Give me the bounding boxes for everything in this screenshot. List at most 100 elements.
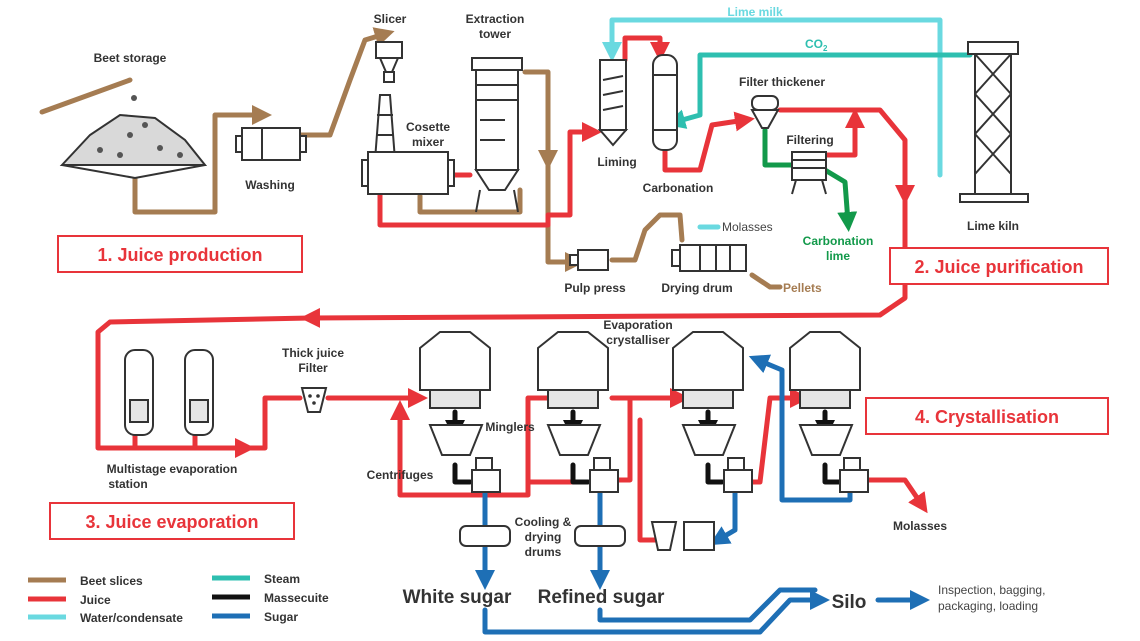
legend-label-sugar: Sugar (264, 610, 298, 624)
liming-tank (597, 59, 629, 147)
label-carbonation-lime-1: Carbonation (803, 234, 874, 248)
drying-drum-unit (671, 244, 747, 272)
legend: Beet slices Juice Water/condensate Steam… (28, 572, 329, 625)
legend-label-massecuite: Massecuite (264, 591, 329, 605)
cosette-mixer (361, 151, 455, 195)
label-washing: Washing (245, 178, 295, 192)
beet-feed-line (39, 77, 133, 115)
beet-slices-pipes (39, 27, 783, 290)
label-multistage-1: Multistage evaporation (107, 462, 238, 476)
label-pulp-press: Pulp press (564, 281, 626, 295)
label-extraction-tower-1: Extraction (466, 12, 525, 26)
label-drying-drum: Drying drum (661, 281, 732, 295)
cooling-drum-1 (459, 525, 511, 547)
steam-pipes (665, 52, 973, 129)
refined-to-silo-pipe (597, 587, 818, 623)
label-cosette-mixer-2: mixer (412, 135, 444, 149)
label-evap-cryst-1: Evaporation (603, 318, 672, 332)
label-filter-thickener: Filter thickener (739, 75, 825, 89)
label-slicer: Slicer (374, 12, 407, 26)
mingler-1-out (452, 462, 473, 485)
cooling-drum-2 (574, 525, 626, 547)
legend-label-water: Water/condensate (80, 611, 183, 625)
label-silo: Silo (832, 592, 867, 613)
label-filtering: Filtering (786, 133, 833, 147)
white-to-silo-pipe (482, 590, 830, 635)
beet-pile (59, 95, 208, 180)
label-carbonation: Carbonation (643, 181, 714, 195)
label-thick-juice-filter-1: Thick juice (282, 346, 344, 360)
section-3-title: 3. Juice evaporation (85, 512, 258, 532)
mingler-2-out (570, 462, 591, 485)
washing-drum (235, 127, 307, 161)
co2-pipe (665, 52, 973, 129)
label-cooling-3: drums (525, 545, 562, 559)
label-beet-storage: Beet storage (94, 51, 167, 65)
label-evap-cryst-2: crystalliser (606, 333, 670, 347)
label-thick-juice-filter-2: Filter (298, 361, 328, 375)
label-centrifuges: Centrifuges (367, 468, 434, 482)
evaporator-1 (124, 349, 154, 436)
carbonation-tank (652, 54, 678, 151)
section-1-title: 1. Juice production (97, 245, 262, 265)
thickener-to-filter-pipe (762, 127, 798, 168)
beet-to-washing-pipe (132, 105, 272, 215)
to-remelt-pipe (637, 417, 663, 543)
purified-juice-pipe (300, 192, 908, 328)
to-crystalliser-4-pipe (742, 388, 810, 485)
remelt-units (650, 521, 715, 551)
label-carbonation-lime-2: lime (826, 249, 850, 263)
section-box-4 (865, 397, 1109, 435)
sugar-pipes (475, 354, 930, 635)
pulp-press (569, 249, 609, 271)
crystalliser-2-loop (609, 395, 633, 483)
label-minglers: Minglers (485, 420, 535, 434)
label-white-sugar: White sugar (403, 587, 512, 608)
filter-thickener (750, 95, 780, 129)
label-cooling-1: Cooling & (515, 515, 572, 529)
raw-juice-pipe (377, 122, 602, 228)
crystalliser-4 (789, 331, 869, 493)
slicer (373, 41, 403, 161)
liming-to-carbonation-pipe (622, 35, 670, 63)
label-extraction-tower-2: tower (479, 27, 511, 41)
legend-label-juice: Juice (80, 593, 111, 607)
label-molasses-bottom: Molasses (893, 519, 947, 533)
filtering-unit (791, 151, 827, 195)
washing-to-slicer-pipe (297, 27, 395, 138)
label-lime-milk: Lime milk (727, 5, 783, 19)
centrifuge-1-return (397, 415, 583, 498)
legend-label-beet: Beet slices (80, 574, 143, 588)
section-2-title: 2. Juice purification (914, 257, 1083, 277)
section-box-1 (57, 235, 303, 273)
recycle-sugar-pipe (748, 354, 853, 503)
evap-station-stubs (132, 432, 198, 451)
label-co2: CO (805, 37, 823, 51)
final-molasses-pipe (857, 477, 928, 514)
label-inspection-2: packaging, loading (938, 599, 1038, 613)
extraction-tower (471, 57, 523, 213)
thin-juice-pipe (777, 107, 915, 205)
tower-to-pulp-press-pipe (545, 157, 585, 272)
label-lime-kiln: Lime kiln (967, 219, 1019, 233)
section-box-2 (889, 247, 1109, 285)
label-pellets: Pellets (783, 281, 822, 295)
label-molasses-top: Molasses (722, 220, 773, 234)
crystalliser-3 (672, 331, 753, 493)
crystalliser-1 (419, 331, 501, 493)
label-cosette-mixer-1: Cosette (406, 120, 450, 134)
label-liming: Liming (597, 155, 636, 169)
label-multistage-2: station (108, 477, 147, 491)
lime-milk-pipe (602, 17, 943, 178)
carbonation-to-thickener-pipe (662, 111, 755, 173)
mixer-to-tower-pipe (417, 187, 523, 215)
label-refined-sugar: Refined sugar (538, 587, 665, 608)
label-co2-subscript: 2 (823, 44, 828, 53)
mingler-4-out (822, 462, 843, 485)
legend-label-steam: Steam (264, 572, 300, 586)
drum-to-pellets-pipe (749, 272, 783, 290)
evap-to-filter-pipe (242, 395, 303, 451)
to-evaporation-pipe (95, 315, 313, 458)
evaporator-2 (184, 349, 214, 436)
